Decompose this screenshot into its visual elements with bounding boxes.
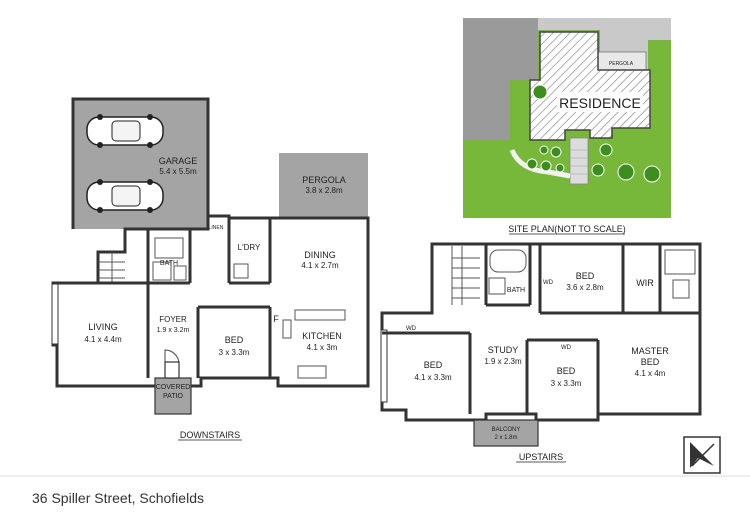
wir-name: WIR xyxy=(636,278,654,288)
site-residence-label-bg xyxy=(557,92,643,112)
bed-window xyxy=(380,329,388,403)
garage-name: GARAGE xyxy=(159,156,198,166)
site-path-steps xyxy=(570,149,588,175)
foyer-name: FOYER xyxy=(159,315,187,324)
downstairs-outer-walls xyxy=(51,214,370,388)
ensuite-shower-icon xyxy=(664,249,696,275)
site-shrubs xyxy=(526,84,661,183)
bed2-wardrobe-label: WD xyxy=(406,326,417,332)
bed2-name: BED xyxy=(424,360,443,370)
bed3-size: 3 x 3.3m xyxy=(551,379,582,388)
bed3-name: BED xyxy=(557,366,576,376)
master-size: 4.1 x 4m xyxy=(635,369,666,378)
bed2-size: 4.1 x 3.3m xyxy=(414,373,452,382)
balcony-area xyxy=(473,419,539,447)
study-name: STUDY xyxy=(488,345,519,355)
site-plan: PERGOLA RESIDENCE SITE PLAN(NOT TO SCALE… xyxy=(463,18,671,235)
front-door-icon xyxy=(164,361,180,379)
balcony-size: 2 x 1.8m xyxy=(494,435,517,441)
downstairs-stairs xyxy=(98,252,125,283)
site-driveway xyxy=(569,137,589,185)
pergola-size: 3.8 x 2.8m xyxy=(305,186,343,195)
bath-name: BATH xyxy=(160,260,178,267)
upstairs-bath-tub-icon xyxy=(489,249,527,273)
bed-size: 3 x 3.3m xyxy=(219,348,250,357)
laundry-tub-icon xyxy=(233,263,249,279)
fridge-space xyxy=(282,319,292,339)
laundry-name: L'DRY xyxy=(238,243,261,252)
toilet-icon xyxy=(173,265,187,281)
upstairs-bath-name: BATH xyxy=(507,287,525,294)
garage-walls xyxy=(71,97,210,229)
living-window xyxy=(51,283,59,345)
bed1-wardrobe-label: WD xyxy=(543,280,554,286)
car-icon xyxy=(86,114,164,148)
shower-icon xyxy=(152,261,172,281)
downstairs-plan: GARAGE 5.4 x 5.5m PERGOLA 3.8 x 2.8m xyxy=(51,97,370,441)
upstairs-plan: BATH BED 3.6 x 2.8m WD WIR WD BED 4.1 x … xyxy=(380,242,702,463)
living-name: LIVING xyxy=(88,322,118,332)
kitchen-island xyxy=(294,309,346,321)
balcony-name: BALCONY xyxy=(492,427,521,433)
linen-name: LINEN xyxy=(209,225,224,231)
kitchen-name: KITCHEN xyxy=(302,331,342,341)
site-neighbour-area xyxy=(463,18,538,140)
living-size: 4.1 x 4.4m xyxy=(84,335,122,344)
downstairs-caption: DOWNSTAIRS xyxy=(180,430,240,440)
dining-name: DINING xyxy=(304,250,336,260)
study-size: 1.9 x 2.3m xyxy=(484,357,522,366)
pergola-name: PERGOLA xyxy=(302,175,346,185)
bed3-wardrobe-label: WD xyxy=(561,345,572,351)
kitchen-size: 4.1 x 3m xyxy=(307,343,338,352)
ensuite-vanity-icon xyxy=(672,279,690,299)
bath-tub-icon xyxy=(154,237,184,259)
north-arrow-icon xyxy=(683,436,721,474)
fridge-label: F xyxy=(273,314,279,324)
covered-patio-line1: COVERED xyxy=(156,384,191,391)
site-residence xyxy=(529,31,651,141)
garage-size: 5.4 x 5.5m xyxy=(159,167,197,176)
property-address: 36 Spiller Street, Schofields xyxy=(32,490,204,506)
site-residence-label: RESIDENCE xyxy=(559,95,641,111)
dining-size: 4.1 x 2.7m xyxy=(301,261,339,270)
upstairs-caption: UPSTAIRS xyxy=(519,452,563,462)
covered-patio-line2: PATIO xyxy=(163,393,184,400)
site-plan-caption: SITE PLAN(NOT TO SCALE) xyxy=(508,224,626,234)
bed-name: BED xyxy=(225,335,244,345)
bed1-name: BED xyxy=(576,271,595,281)
master-line2: BED xyxy=(641,357,660,367)
bed1-size: 3.6 x 2.8m xyxy=(566,283,604,292)
pergola-area xyxy=(279,153,368,218)
upstairs-shower-icon xyxy=(488,277,506,295)
master-line1: MASTER xyxy=(631,346,669,356)
upstairs-stairs xyxy=(451,246,480,305)
foyer-size: 1.9 x 3.2m xyxy=(157,327,190,334)
covered-patio-area xyxy=(154,377,192,415)
car-icon xyxy=(86,179,164,213)
kitchen-sink-icon xyxy=(297,365,327,379)
site-pergola-label: PERGOLA xyxy=(609,61,634,67)
